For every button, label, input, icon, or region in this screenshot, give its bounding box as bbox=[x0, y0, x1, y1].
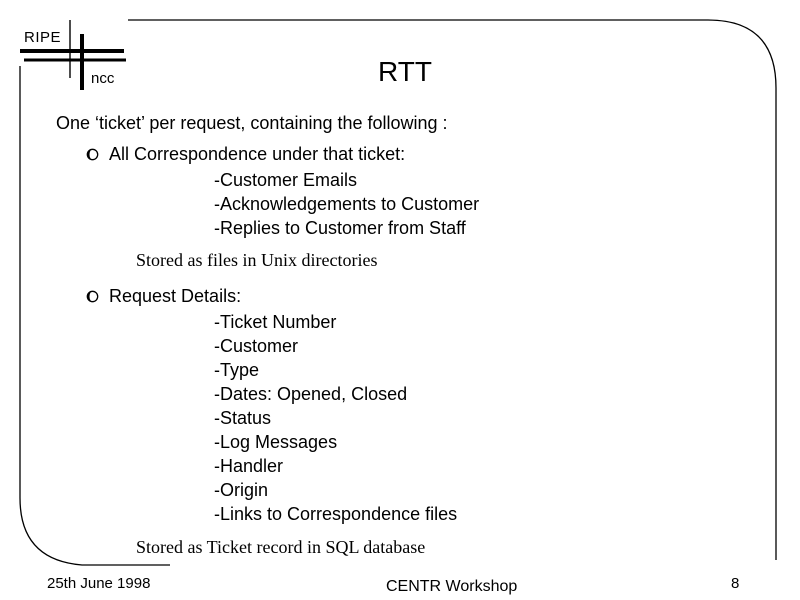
bullet-label: Request Details: bbox=[109, 286, 242, 306]
logo-ripe-text: RIPE bbox=[24, 29, 62, 46]
list-item: -Dates: Opened, Closed bbox=[214, 384, 408, 404]
list-item: -Type bbox=[214, 360, 260, 380]
bullet-request-details: Request Details: bbox=[86, 286, 241, 307]
circle-bullet-icon bbox=[86, 148, 99, 161]
list-item: -Replies to Customer from Staff bbox=[214, 218, 466, 238]
list-item: -Customer bbox=[214, 336, 299, 356]
list-item: -Origin bbox=[214, 480, 269, 500]
bullet-correspondence: All Correspondence under that ticket: bbox=[86, 144, 405, 165]
list-item: -Customer Emails bbox=[214, 170, 358, 190]
list-item: -Ticket Number bbox=[214, 312, 337, 332]
circle-bullet-icon bbox=[86, 290, 99, 303]
list-item: -Status bbox=[214, 408, 272, 428]
list-item: -Log Messages bbox=[214, 432, 338, 452]
footer-date: 25th June 1998 bbox=[47, 575, 151, 592]
slide-title: RTT bbox=[378, 56, 432, 87]
logo-ncc-text: ncc bbox=[91, 70, 115, 87]
list-item: -Handler bbox=[214, 456, 284, 476]
bullet-label: All Correspondence under that ticket: bbox=[109, 144, 406, 164]
footer-event: CENTR Workshop bbox=[386, 578, 518, 595]
list-item: -Acknowledgements to Customer bbox=[214, 194, 480, 214]
page-number: 8 bbox=[731, 575, 740, 592]
correspondence-storage-note: Stored as files in Unix directories bbox=[136, 250, 378, 270]
list-item: -Links to Correspondence files bbox=[214, 504, 458, 524]
request-details-storage-note: Stored as Ticket record in SQL database bbox=[136, 537, 426, 557]
correspondence-list: -Customer Emails -Acknowledgements to Cu… bbox=[214, 168, 479, 240]
request-details-list: -Ticket Number -Customer -Type -Dates: O… bbox=[214, 310, 457, 526]
slide-intro: One ‘ticket’ per request, containing the… bbox=[56, 113, 448, 133]
